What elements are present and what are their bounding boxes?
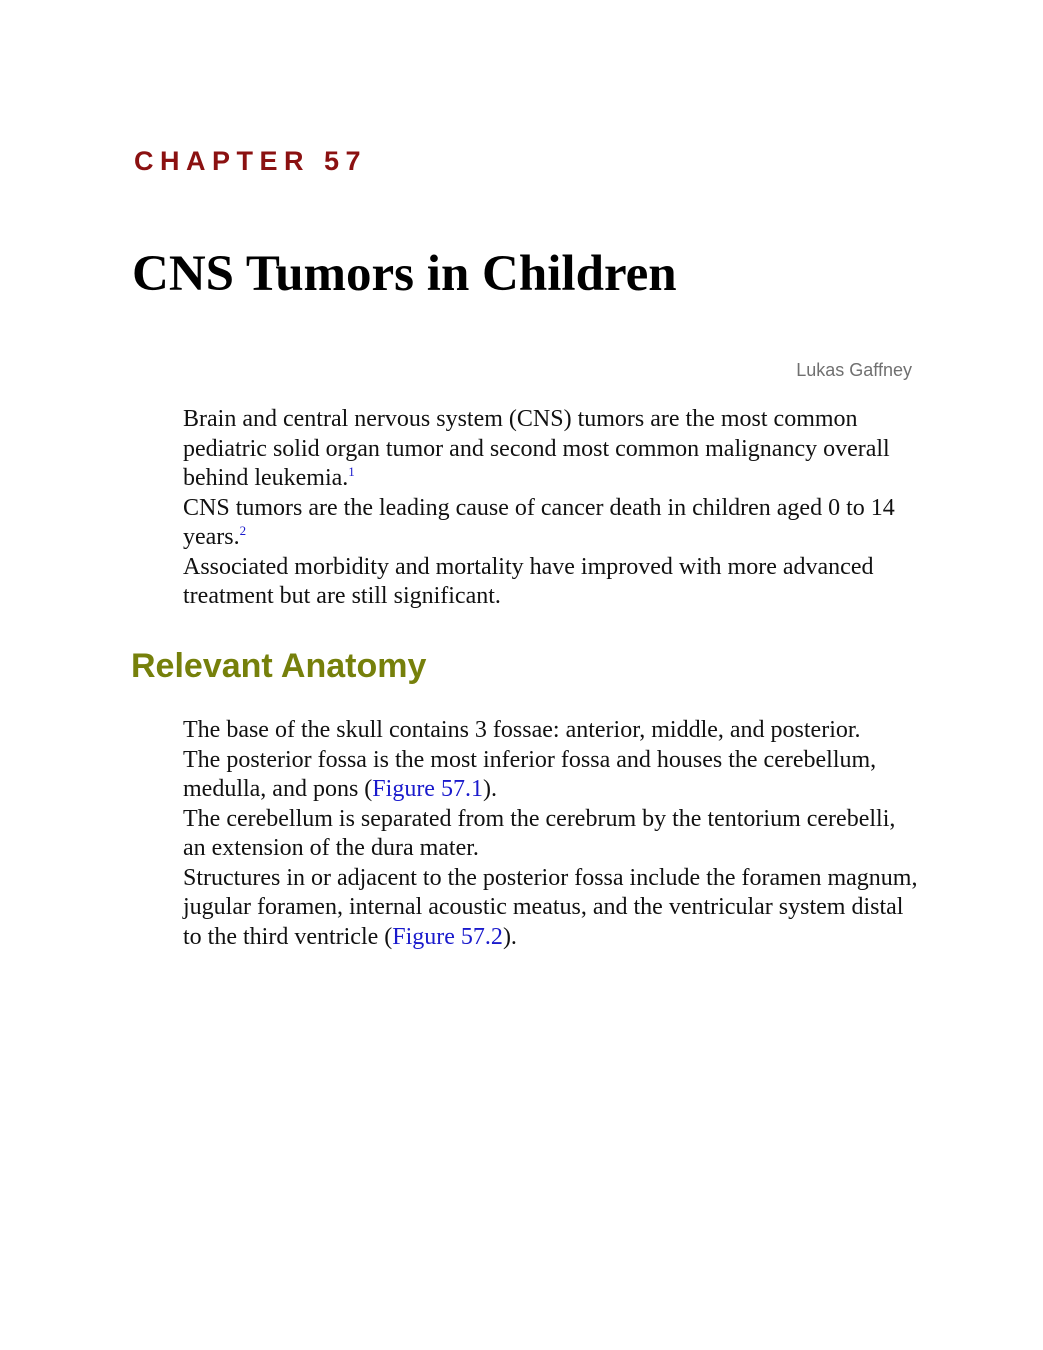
- author-name: Lukas Gaffney: [796, 360, 912, 380]
- footnote-reference-1[interactable]: 1: [348, 464, 355, 479]
- chapter-title: CNS Tumors in Children: [132, 246, 677, 302]
- paragraph-text: The cerebellum is separated from the cer…: [183, 805, 896, 862]
- intro-paragraph: Associated morbidity and mortality have …: [183, 553, 923, 612]
- anatomy-paragraph: The base of the skull contains 3 fossae:…: [183, 716, 923, 746]
- footnote-reference-2[interactable]: 2: [239, 523, 247, 538]
- section-heading-relevant-anatomy: Relevant Anatomy: [131, 647, 427, 685]
- paragraph-text: Structures in or adjacent to the posteri…: [183, 864, 918, 950]
- intro-paragraphs: Brain and central nervous system (CNS) t…: [183, 405, 923, 612]
- anatomy-paragraph: The posterior fossa is the most inferior…: [183, 746, 923, 805]
- paragraph-text: CNS tumors are the leading cause of canc…: [183, 494, 895, 551]
- intro-paragraph: Brain and central nervous system (CNS) t…: [183, 405, 923, 494]
- anatomy-paragraph: Structures in or adjacent to the posteri…: [183, 864, 923, 953]
- intro-paragraph: CNS tumors are the leading cause of canc…: [183, 494, 923, 553]
- paragraph-text: Associated morbidity and mortality have …: [183, 553, 874, 610]
- paragraph-text-tail: ).: [502, 923, 517, 950]
- paragraph-text: Brain and central nervous system (CNS) t…: [183, 406, 890, 491]
- anatomy-paragraph: The cerebellum is separated from the cer…: [183, 805, 923, 864]
- chapter-number-label: CHAPTER 57: [134, 146, 368, 176]
- anatomy-paragraphs: The base of the skull contains 3 fossae:…: [183, 716, 923, 952]
- paragraph-text: The base of the skull contains 3 fossae:…: [183, 717, 861, 743]
- paragraph-text: The posterior fossa is the most inferior…: [183, 746, 877, 803]
- figure-link-57-2[interactable]: Figure 57.2: [392, 923, 503, 950]
- paragraph-text-tail: ).: [482, 776, 497, 802]
- figure-link-57-1[interactable]: Figure 57.1: [372, 776, 483, 802]
